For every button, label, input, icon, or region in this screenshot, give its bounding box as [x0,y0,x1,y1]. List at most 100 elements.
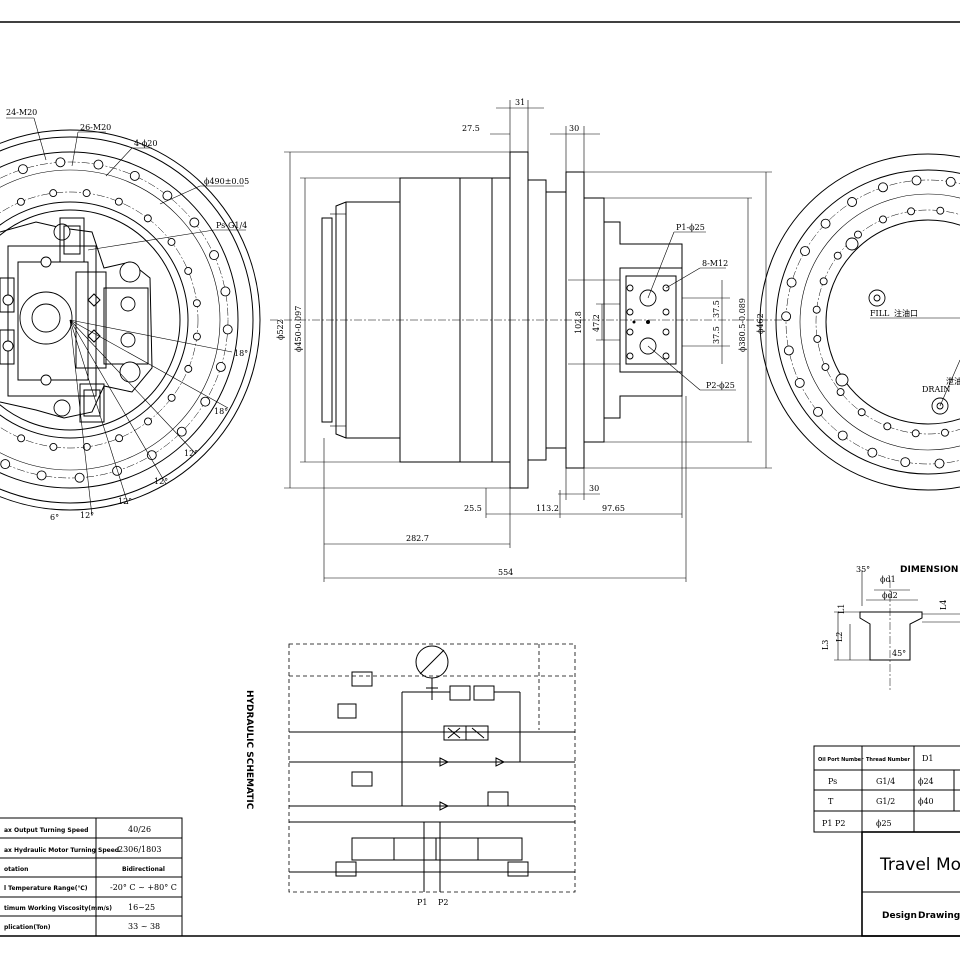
bolt-hole [129,170,140,181]
dimension-title: DIMENSION [900,565,958,575]
diameter-label-490: ϕ490±0.05 [204,177,249,186]
bolt-hole [36,470,47,481]
detail-l2: L2 [835,632,844,642]
bolt-hole [146,450,157,461]
bolt-hole [857,408,866,417]
spec-value-rotation: Bidirectional [122,866,165,873]
port-table-header-thread: Thread Number [866,757,910,763]
bolt-hole [867,447,878,458]
bolt-hole [883,422,892,431]
angle-label-12-d: 12° [80,511,94,520]
dim-102-8: 102.8 [574,311,583,334]
front-view: 24-M20 26-M20 4-ϕ20 ϕ490±0.05 Ps-G1/4 18… [0,108,261,522]
bolt-hole [189,217,200,228]
bolt-hole [115,434,124,443]
dim-27-5: 27.5 [462,124,480,133]
thread-label-26m20: 26-M20 [80,123,111,132]
bolt-hole [144,417,152,426]
bolt-hole [200,396,211,407]
port-table: Oil Port Number Thread Number D1 Ps G1/4… [813,745,960,833]
dim-97-65: 97.65 [602,504,625,513]
bolt-hole [847,197,858,207]
motor-valve-block [0,217,153,423]
bolt-hole [222,324,233,335]
detail-l1: L1 [837,604,846,614]
bolt-hole [192,332,201,341]
drawing-label: Drawing [918,911,960,921]
bolt-hole [215,361,226,372]
bolt-hole-ring-inner [16,189,201,451]
bolt-hole [800,246,810,256]
fill-port-label: FILL [870,309,890,318]
dim-37-5-top: 37.5 [712,300,721,318]
bolt-hole [819,277,828,286]
bolt-hole [940,428,949,437]
bolt-hole [812,305,821,314]
title-block: Travel Mo Design Drawing [861,831,960,937]
drain-port-cn-label: 泄油 [946,376,960,386]
port-table-header-port: Oil Port Number [818,757,864,763]
bolt-hole [0,459,11,470]
bolt-hole [17,164,28,175]
dim-d450: ϕ450-0.097 [294,306,303,352]
spec-value-output-speed: 40/26 [128,825,151,834]
dim-30-bottom: 30 [589,484,599,493]
port-row-ps-thread: G1/4 [876,777,895,786]
port-row-t-d1: ϕ40 [918,797,934,806]
bolt-hole [16,197,25,206]
drawing-title: Travel Mo [879,855,960,875]
callout-8-m12: 8-M12 [702,259,728,268]
bolt-hole [911,175,922,186]
fill-port-cn-label: 注油口 [894,308,918,318]
drawing-frame [0,21,960,937]
bolt-hole [911,429,920,438]
port-row-p1p2-thread: ϕ25 [876,819,892,828]
angle-label-6: 6° [50,513,59,522]
spec-label-motor-speed: ax Hydraulic Motor Turning Speed [4,847,119,854]
side-dimension-lines [284,100,772,582]
port-row-ps-d1: ϕ24 [918,777,934,786]
detail-angle-35: 35° [856,565,870,574]
bolt-hole [17,434,26,443]
spec-table: ax Output Turning Speed 40/26 ax Hydraul… [0,817,183,937]
bolt-hole [93,159,104,170]
spec-label-temperature: l Temperature Range(℃) [4,885,88,892]
angle-label-12-a: 12° [184,449,198,458]
dim-25-5: 25.5 [464,504,482,513]
drain-port-label: DRAIN [922,385,950,394]
port-p2-label: P2 [438,898,448,907]
angle-label-12-c: 12° [118,497,132,506]
bolt-hole [49,442,58,451]
port-row-p1p2-port: P1 P2 [822,819,846,828]
bolt-hole [837,430,848,441]
bolt-hole [900,457,911,468]
bolt-hole [162,190,173,201]
bolt-hole [220,286,231,297]
port-p1-label: P1 [417,898,427,907]
motor-port-block [619,267,683,373]
rear-view: FILL 注油口 DRAIN 泄油 [759,153,960,491]
dimension-detail: DIMENSION 35° ϕd1 ϕd2 L1 L2 L3 L4 45° [821,565,960,692]
angle-label-18-a: 18° [234,349,248,358]
spec-value-motor-speed: 2306/1803 [118,845,161,854]
bolt-hole [813,406,823,417]
bolt-hole [184,364,193,373]
bolt-hole [934,458,945,469]
bolt-hole-ring-outer [0,157,233,483]
rear-bolt-ring-outer [781,175,956,469]
hydraulic-schematic: HYDRAULIC SCHEMATIC P [244,643,576,907]
spec-label-rotation: otation [4,866,28,873]
port-row-t-port: T [828,797,834,806]
bolt-hole [820,218,831,229]
callout-p2: P2-ϕ25 [706,381,735,390]
bolt-hole [167,393,176,402]
port-label-ps: Ps-G1/4 [216,221,247,230]
bolt-hole [114,197,123,206]
port-row-ps-port: Ps [828,777,837,786]
bolt-hole [813,334,822,343]
bolt-hole [783,345,794,356]
bolt-hole [176,426,187,437]
spec-value-temperature: -20° C ~ +80° C [110,883,177,892]
thread-label-24m20: 24-M20 [6,108,37,117]
